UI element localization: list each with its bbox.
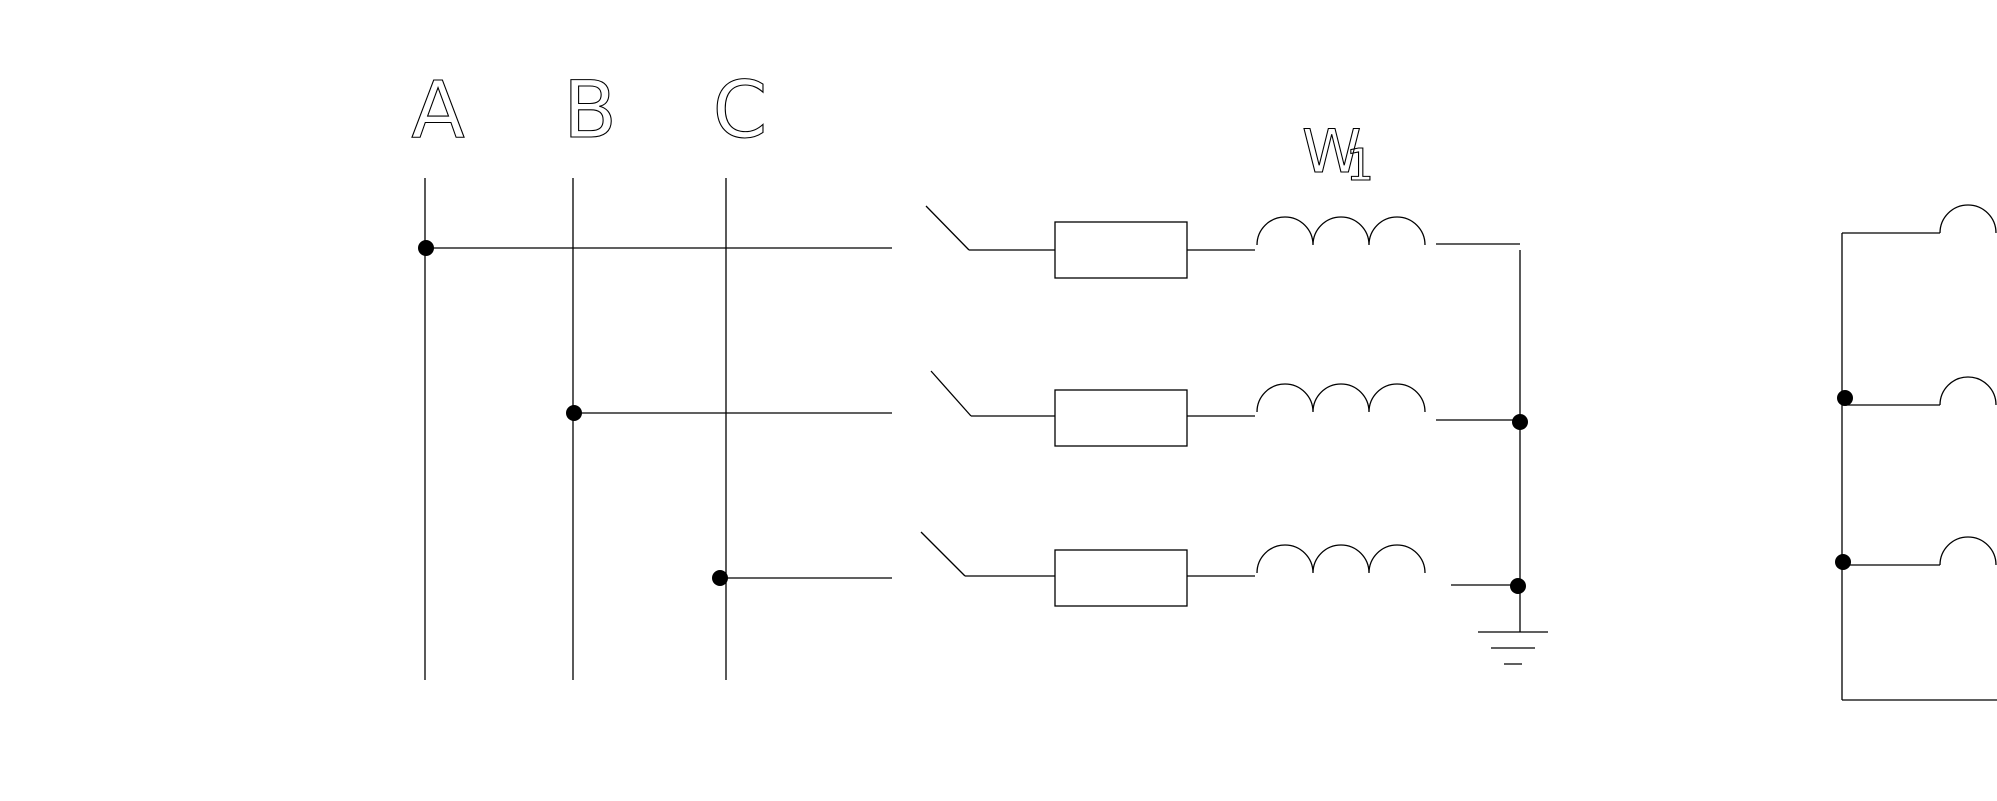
junction-dot-a (418, 240, 434, 256)
coil-a (1256, 216, 1426, 246)
neutral-junction-dot-2 (1510, 578, 1526, 594)
fuse-b (1054, 389, 1188, 447)
coil-b (1256, 383, 1426, 413)
winding-label: W (1302, 117, 1361, 187)
phase-c-label: C (713, 66, 767, 156)
secondary-coil-2 (1939, 376, 1997, 406)
coil-c (1256, 544, 1426, 574)
phase-a-label: A (411, 66, 464, 156)
secondary-junction-dot-1 (1837, 390, 1853, 406)
junction-dot-b (566, 405, 582, 421)
winding-subscript: 1 (1346, 140, 1374, 191)
secondary-coil-1 (1939, 204, 1997, 234)
switch-a (925, 205, 970, 251)
phase-b-label: B (563, 66, 617, 156)
fuse-a (1054, 221, 1188, 279)
junction-dot-c (712, 570, 728, 586)
neutral-junction-dot-1 (1512, 414, 1528, 430)
secondary-coil-3 (1939, 536, 1997, 566)
switch-b (930, 370, 972, 417)
fuse-c (1054, 549, 1188, 607)
switch-c (920, 531, 966, 577)
secondary-junction-dot-2 (1835, 554, 1851, 570)
